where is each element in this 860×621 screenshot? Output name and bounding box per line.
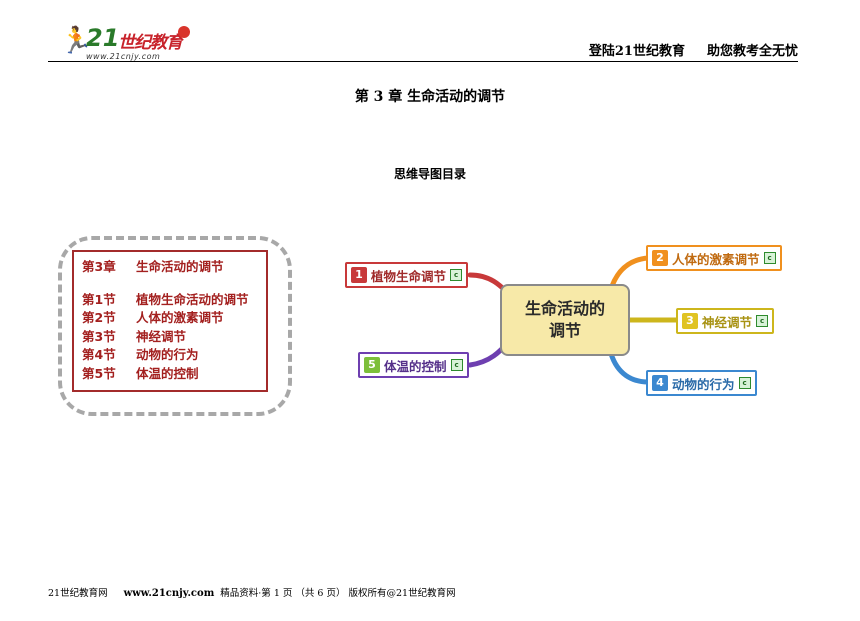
toc-row: 第4节 动物的行为 [82, 346, 266, 365]
toc-label: 第5节 [82, 365, 116, 381]
mindmap-branch-2[interactable]: 2 人体的激素调节 c [646, 245, 782, 271]
attachment-icon[interactable]: c [450, 359, 463, 371]
number-badge: 4 [652, 375, 668, 391]
logo-url: www.21cnjy.com [86, 52, 161, 61]
section-title: 思维导图目录 [393, 167, 466, 181]
branch-label: 体温的控制 [384, 358, 447, 374]
slogan-right: 助您教考全无忧 [706, 44, 798, 59]
number-badge: 3 [682, 313, 698, 329]
toc-label: 第3节 [82, 328, 116, 344]
page-footer: 21世纪教育网 www.21cnjy.com 精品资料·第 1 页 （共 6 页） … [48, 585, 456, 599]
attachment-icon[interactable]: c [450, 269, 463, 281]
toc-row: 第3章 生命活动的调节 [82, 258, 266, 277]
toc-row: 第5节 体温的控制 [82, 365, 266, 384]
toc-text: 体温的控制 [136, 365, 199, 381]
header-slogan: 登陆21世纪教育 助您教考全无忧 [589, 40, 798, 59]
branch-label: 神经调节 [702, 314, 753, 330]
mindmap-branch-5[interactable]: 5 体温的控制 c [358, 352, 469, 378]
chapter-title: 第 3 章 生命活动的调节 [354, 89, 506, 105]
footer-right: 精品资料·第 1 页 （共 6 页） 版权所有@21世纪教育网 [220, 588, 456, 599]
runner-icon: 🏃 [60, 26, 93, 56]
number-badge: 1 [351, 267, 367, 283]
toc-text: 神经调节 [136, 328, 187, 344]
toc-label: 第3章 [82, 259, 116, 274]
toc-label: 第4节 [82, 347, 116, 362]
footer-site-link[interactable]: www.21cnjy.com [123, 588, 215, 599]
mindmap-branch-1[interactable]: 1 植物生命调节 c [345, 262, 469, 288]
number-badge: 2 [652, 250, 668, 266]
center-line-2: 调节 [548, 321, 581, 340]
toc-text: 动物的行为 [136, 347, 199, 362]
site-logo: 🏃 21 世纪教育 www.21cnjy.com [60, 22, 200, 62]
center-line-1: 生命活动的 [524, 299, 605, 318]
mindmap-branch-3[interactable]: 3 神经调节 c [676, 308, 775, 334]
footer-left: 21世纪教育网 [48, 588, 108, 599]
attachment-icon[interactable]: c [763, 252, 776, 264]
branch-label: 人体的激素调节 [672, 251, 760, 267]
toc-row: 第2节 人体的激素调节 [82, 309, 266, 328]
toc-text: 生命活动的调节 [136, 259, 224, 274]
slogan-left: 登陆21世纪教育 [588, 44, 685, 59]
toc-cloud-frame [58, 236, 292, 416]
toc-row: 第1节 植物生命活动的调节 [82, 291, 266, 310]
mindmap-branch-4[interactable]: 4 动物的行为 c [646, 370, 757, 396]
logo-text: 世纪教育 [118, 33, 183, 53]
attachment-icon[interactable]: c [756, 315, 769, 327]
ball-icon [178, 26, 190, 38]
number-badge: 5 [364, 357, 380, 373]
branch-label: 植物生命调节 [371, 268, 447, 284]
toc-text: 植物生命活动的调节 [136, 291, 249, 307]
toc-label: 第1节 [82, 291, 116, 307]
logo-number: 21 [86, 24, 120, 52]
branch-label: 动物的行为 [672, 376, 735, 392]
attachment-icon[interactable]: c [738, 377, 751, 389]
mindmap-center-node[interactable]: 生命活动的 调节 [500, 284, 630, 356]
toc-row: 第3节 神经调节 [82, 328, 266, 347]
header-divider [48, 61, 798, 62]
toc-label: 第2节 [82, 310, 116, 325]
toc-text: 人体的激素调节 [136, 310, 224, 325]
toc-box: 第3章 生命活动的调节 第1节 植物生命活动的调节 第2节 人体的激素调节 第3节 神经… [72, 250, 268, 392]
